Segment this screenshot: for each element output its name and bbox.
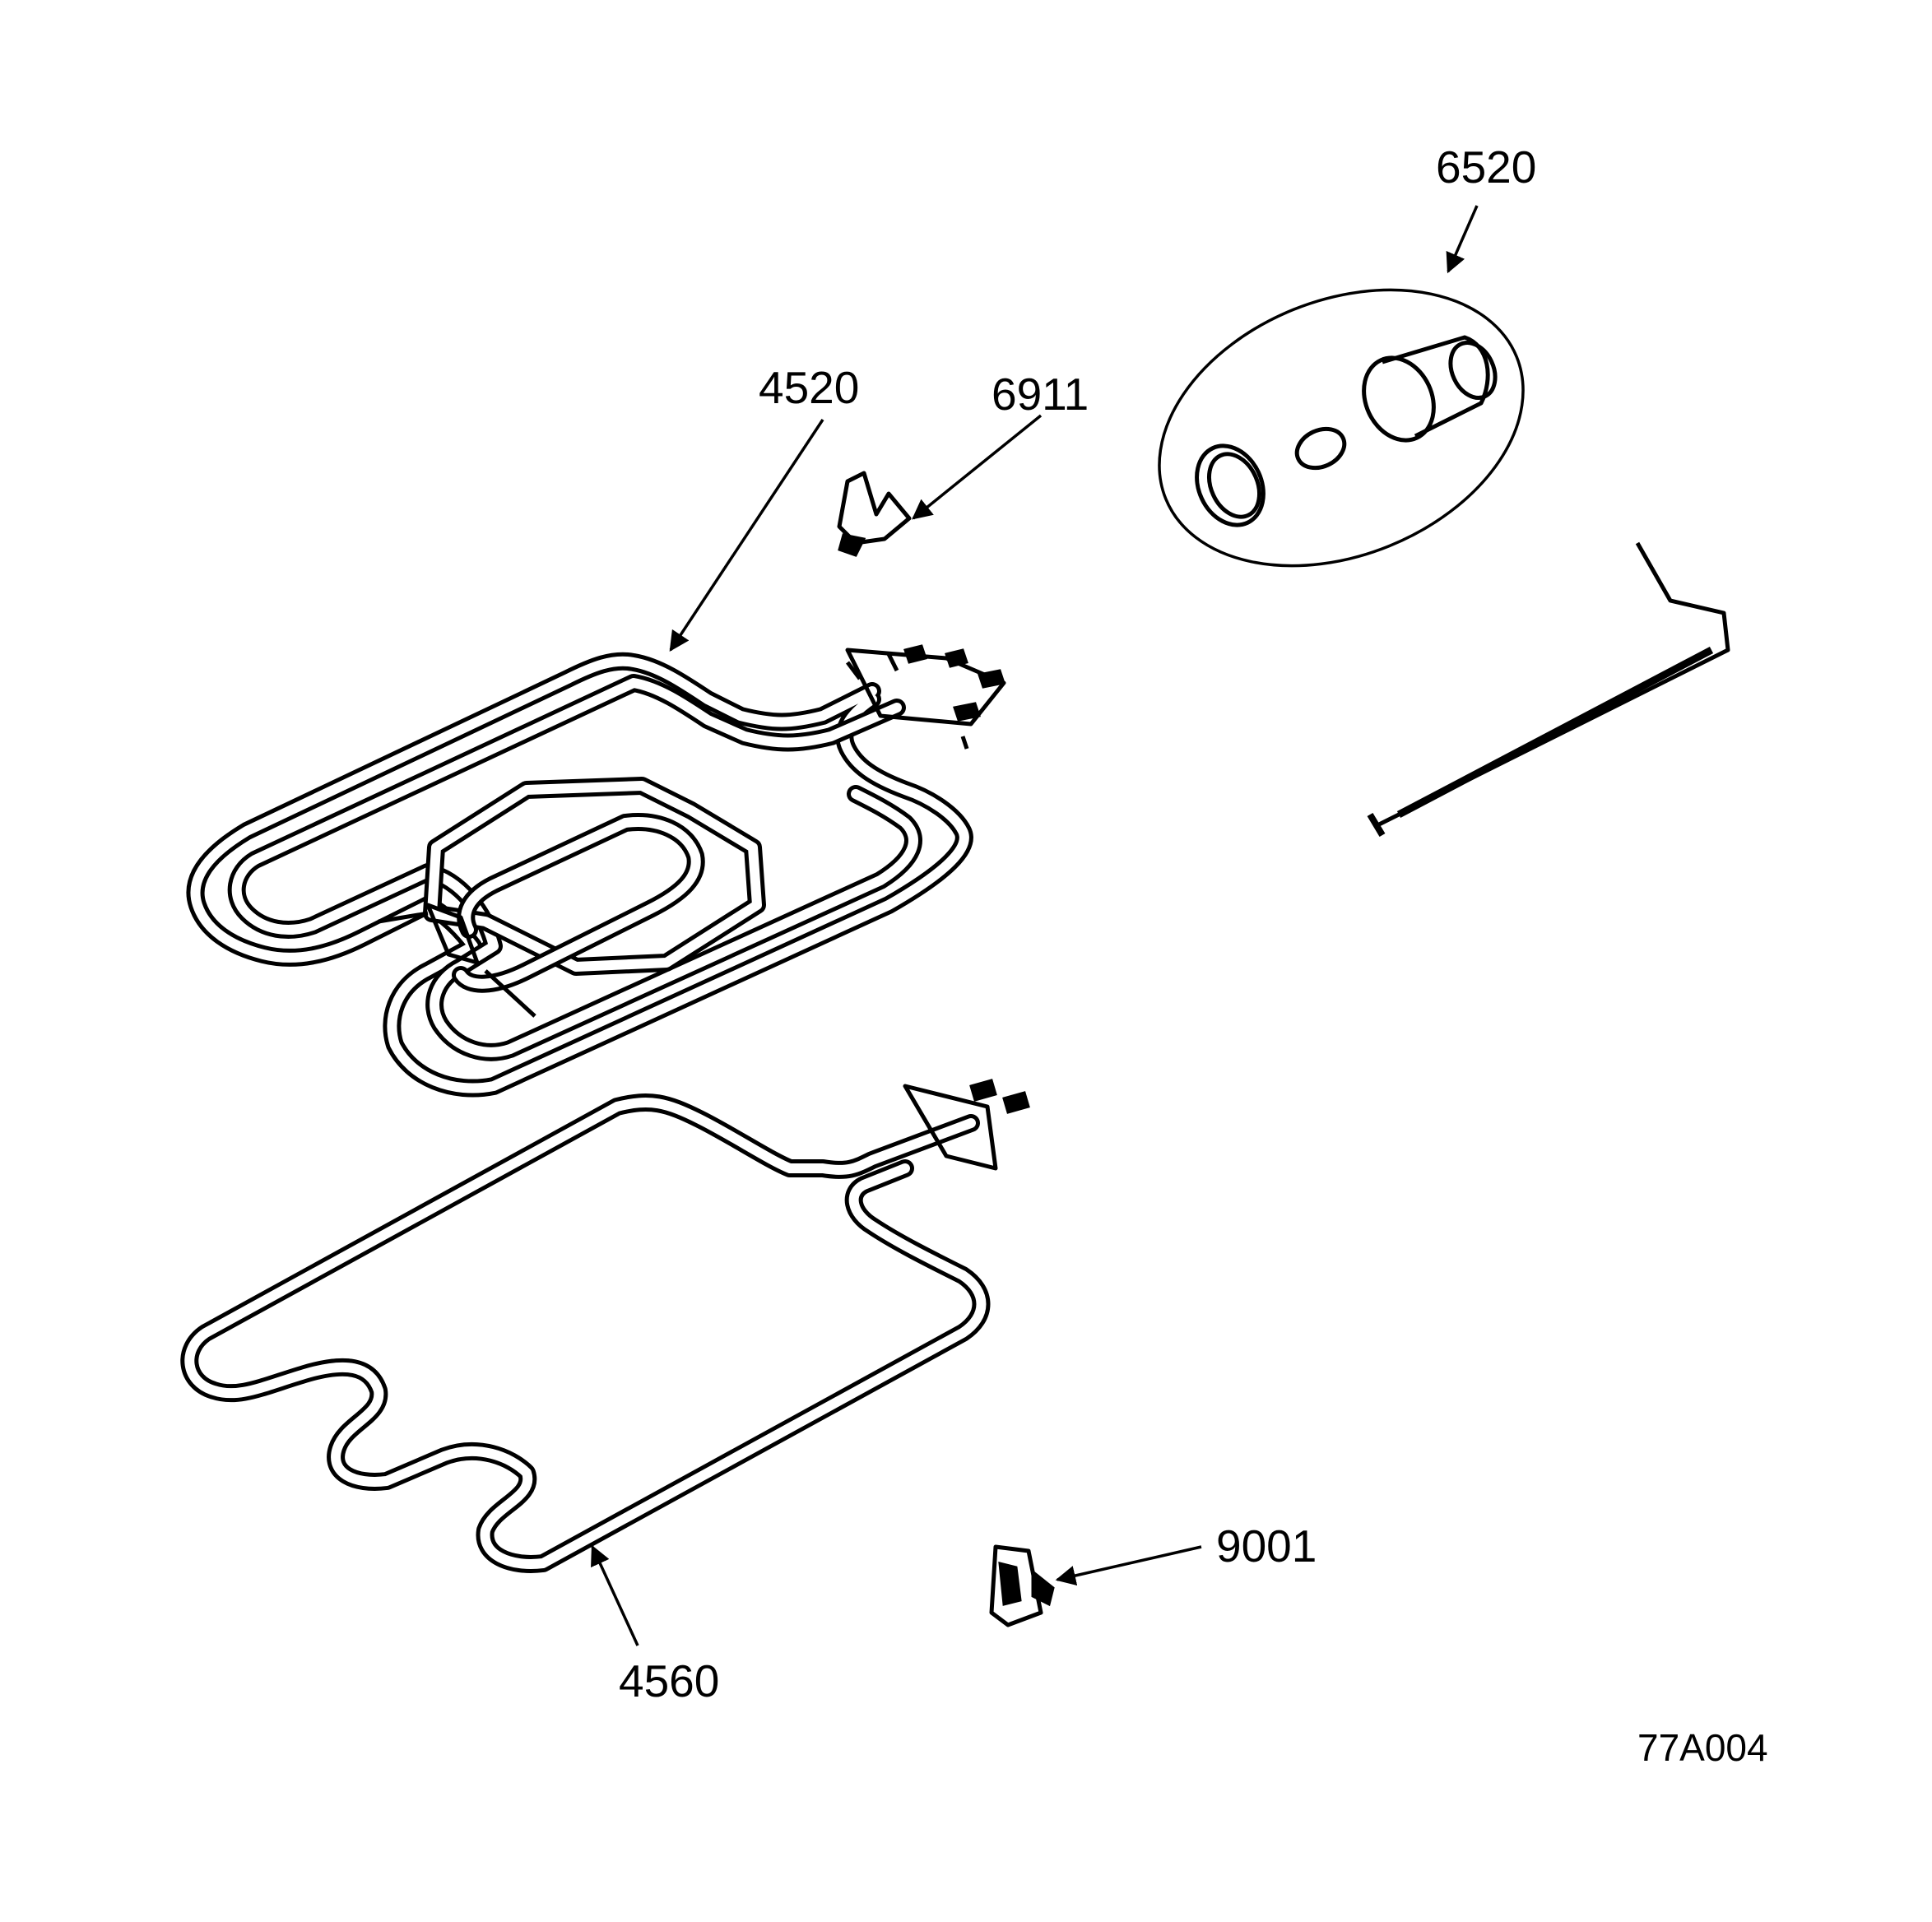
callout-6520: 6520 bbox=[1436, 142, 1536, 193]
leader-lines bbox=[591, 205, 1479, 1646]
callout-9001: 9001 bbox=[1216, 1520, 1317, 1571]
callout-6911: 6911 bbox=[992, 369, 1089, 420]
broil-element-4520 bbox=[186, 644, 1006, 1098]
callout-4560: 4560 bbox=[619, 1655, 719, 1706]
light-kit-6520 bbox=[1158, 288, 1525, 568]
sensor-rod bbox=[1367, 541, 1730, 838]
clip-part-9001 bbox=[989, 1544, 1055, 1627]
bracket-part-6911 bbox=[837, 471, 912, 557]
bake-element-4560 bbox=[180, 1079, 1030, 1573]
callout-4520: 4520 bbox=[759, 362, 859, 413]
figure-reference: 77A004 bbox=[1637, 1726, 1768, 1769]
